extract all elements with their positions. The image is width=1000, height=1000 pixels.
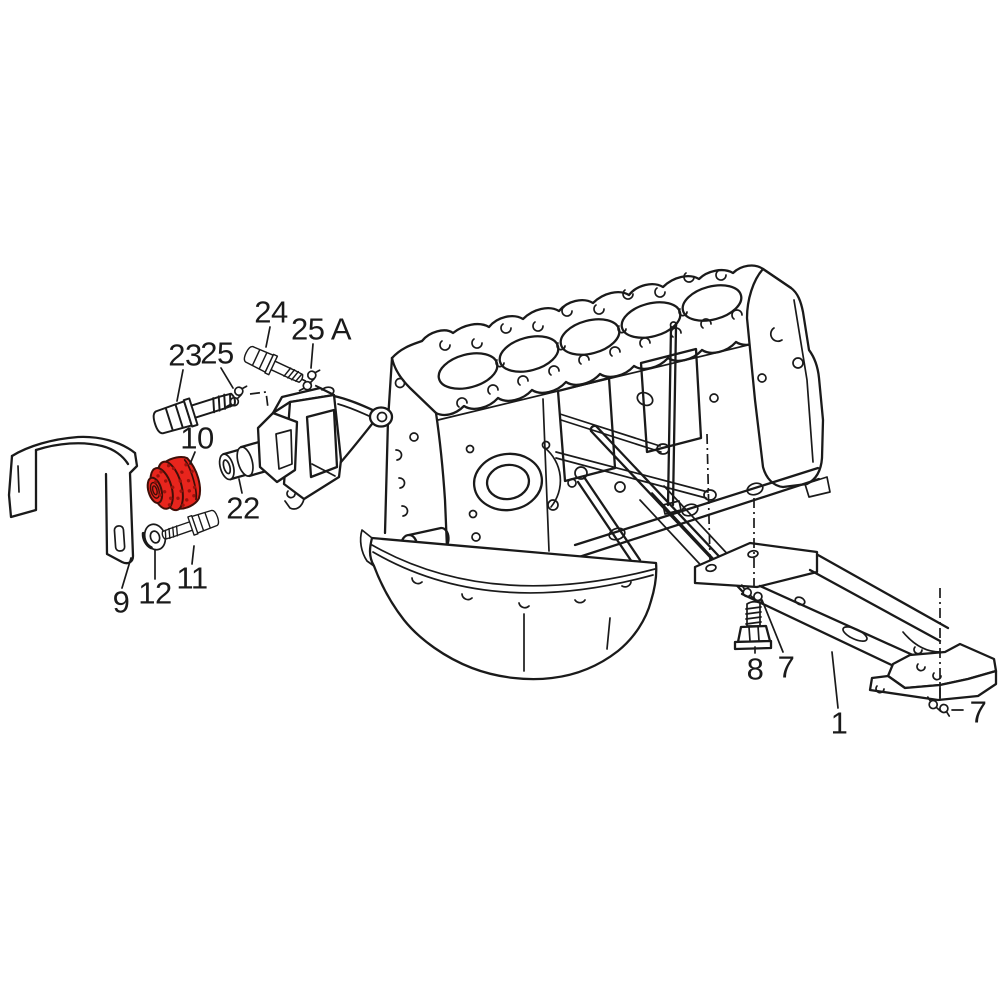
bolt-lower (158, 507, 222, 546)
callout-label-9-6[interactable]: 9 (113, 585, 130, 620)
callout-leader-1 (831, 651, 839, 709)
oil-pan (359, 529, 658, 681)
callout-leader-22 (238, 478, 243, 494)
callout-label-24-2[interactable]: 24 (254, 295, 288, 330)
callout-label-22-5[interactable]: 22 (226, 491, 260, 526)
bolt-vertical (733, 600, 773, 651)
retaining-bracket (7, 435, 139, 565)
callout-leader-10 (189, 451, 196, 465)
callout-label-12-7[interactable]: 12 (138, 576, 172, 611)
callout-label-7-12[interactable]: 7 (970, 695, 987, 730)
engine-block (383, 264, 831, 594)
callout-leader-23 (176, 369, 184, 402)
callout-leader-25 (220, 367, 234, 389)
callout-leader-9 (121, 557, 132, 589)
callout-label-1-11[interactable]: 1 (831, 706, 848, 741)
cylinder-bores (437, 284, 743, 390)
deck-bolt-holes (439, 270, 743, 408)
callout-label-8-9[interactable]: 8 (747, 652, 764, 687)
callout-leader-25A (310, 343, 314, 369)
highlighted-buffer-mount[interactable] (142, 453, 206, 516)
callout-label-11-8[interactable]: 11 (176, 561, 208, 596)
block-rear-face (745, 267, 825, 489)
callout-label-7-10[interactable]: 7 (778, 650, 795, 685)
bolt-short (241, 342, 308, 389)
callout-leader-7 (761, 599, 784, 653)
engine-mount-bracket (256, 386, 394, 510)
callout-leader-24 (265, 326, 271, 348)
stipple-texture (153, 463, 197, 507)
support-bracket (693, 541, 998, 702)
callout-leader-11 (191, 545, 195, 565)
callout-label-23-0[interactable]: 23 (168, 338, 202, 373)
callout-label-25A-3[interactable]: 25 A (291, 312, 352, 347)
callout-label-25-1[interactable]: 25 (200, 336, 234, 371)
vertical-stud (662, 321, 682, 515)
front-seal-bore (465, 440, 562, 519)
callout-label-10-4[interactable]: 10 (180, 421, 214, 456)
